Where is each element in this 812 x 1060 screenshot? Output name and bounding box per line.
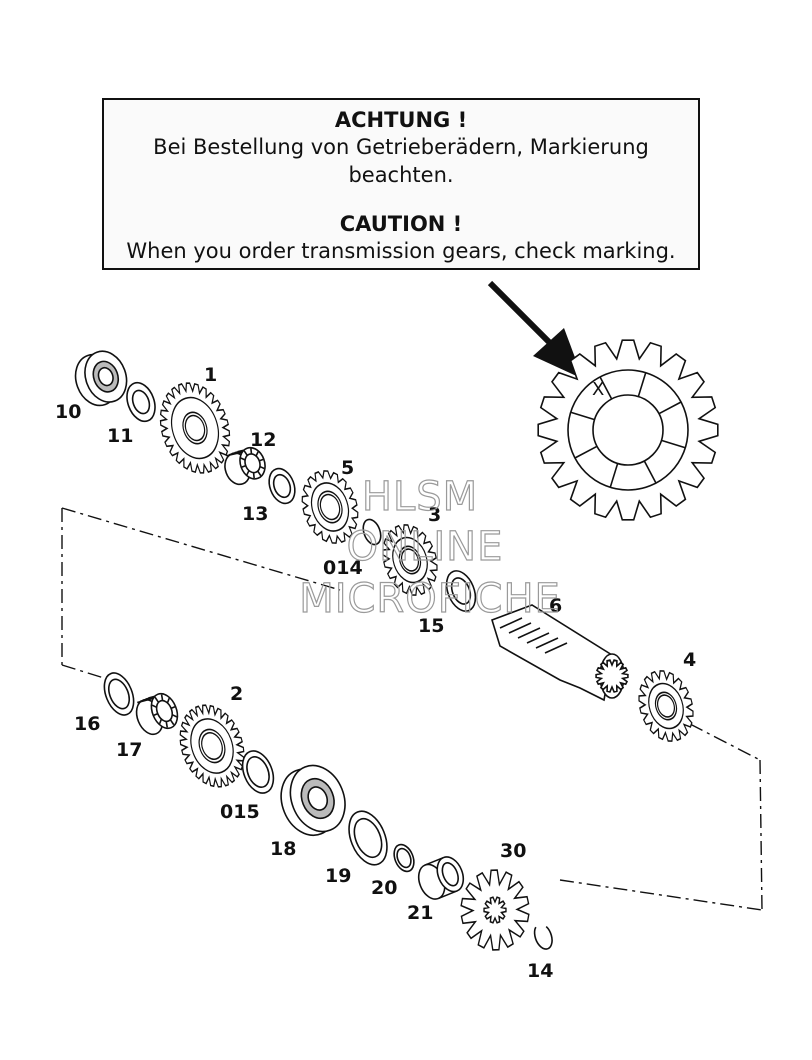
gear-1: [159, 382, 231, 474]
marked-gear-detail: X: [537, 339, 719, 521]
part-label: 6: [549, 595, 562, 617]
circlip-014: [362, 518, 382, 546]
part-label: 14: [527, 960, 553, 982]
notice-text-de: Bei Bestellung von Getrieberädern, Marki…: [153, 135, 649, 187]
gear-2: [179, 704, 245, 788]
washer-15: [445, 570, 477, 612]
bearing-18: [280, 764, 346, 837]
part-label: 1: [204, 364, 217, 386]
marking-symbol: X: [592, 379, 604, 400]
part-label: 10: [55, 401, 81, 423]
gear-5: [301, 470, 359, 544]
shaft-6: [491, 604, 629, 702]
washer-13: [268, 467, 296, 505]
part-label: 5: [341, 457, 354, 479]
caution-notice: ACHTUNG ! Bei Bestellung von Getrieberäd…: [102, 98, 700, 270]
seal-19: [348, 810, 388, 866]
part-label: 13: [242, 503, 268, 525]
o-ring-20: [393, 843, 415, 873]
part-label: 014: [323, 557, 363, 579]
part-label: 15: [418, 615, 444, 637]
gear-4: [638, 670, 694, 742]
part-label: 30: [500, 840, 526, 862]
needle-bearing-12: [224, 446, 266, 486]
part-label: 3: [428, 504, 441, 526]
part-label: 16: [74, 713, 100, 735]
needle-bearing-17: [135, 692, 179, 736]
part-label: 17: [116, 739, 142, 761]
part-label: 11: [107, 425, 133, 447]
washer-015: [241, 750, 275, 794]
part-label: 2: [230, 683, 243, 705]
watermark-line-2: ONLINE: [347, 524, 504, 570]
watermark-line-1: HLSM: [362, 474, 478, 520]
washer-16: [103, 672, 135, 716]
bearing-10: [74, 350, 128, 407]
sprocket-30: [460, 869, 530, 951]
part-label: 20: [371, 877, 397, 899]
arrow-icon: [487, 280, 583, 379]
watermark-line-3: MICROFICHE: [299, 576, 561, 622]
washer-11: [126, 381, 156, 423]
notice-title-en: CAUTION !: [339, 212, 463, 236]
spacer-21: [417, 856, 465, 900]
assembly-outline: [61, 507, 763, 911]
notice-text-en: When you order transmission gears, check…: [126, 239, 676, 263]
part-label: 18: [270, 838, 296, 860]
part-label: 12: [250, 429, 276, 451]
circlip-14: [533, 925, 553, 950]
watermark: HLSM ONLINE MICROFICHE: [299, 473, 561, 622]
gear-3: [382, 524, 438, 596]
part-label: 19: [325, 865, 351, 887]
notice-title-de: ACHTUNG !: [334, 108, 468, 132]
part-label: 015: [220, 801, 260, 823]
part-label: 21: [407, 902, 433, 924]
part-label: 4: [683, 649, 696, 671]
